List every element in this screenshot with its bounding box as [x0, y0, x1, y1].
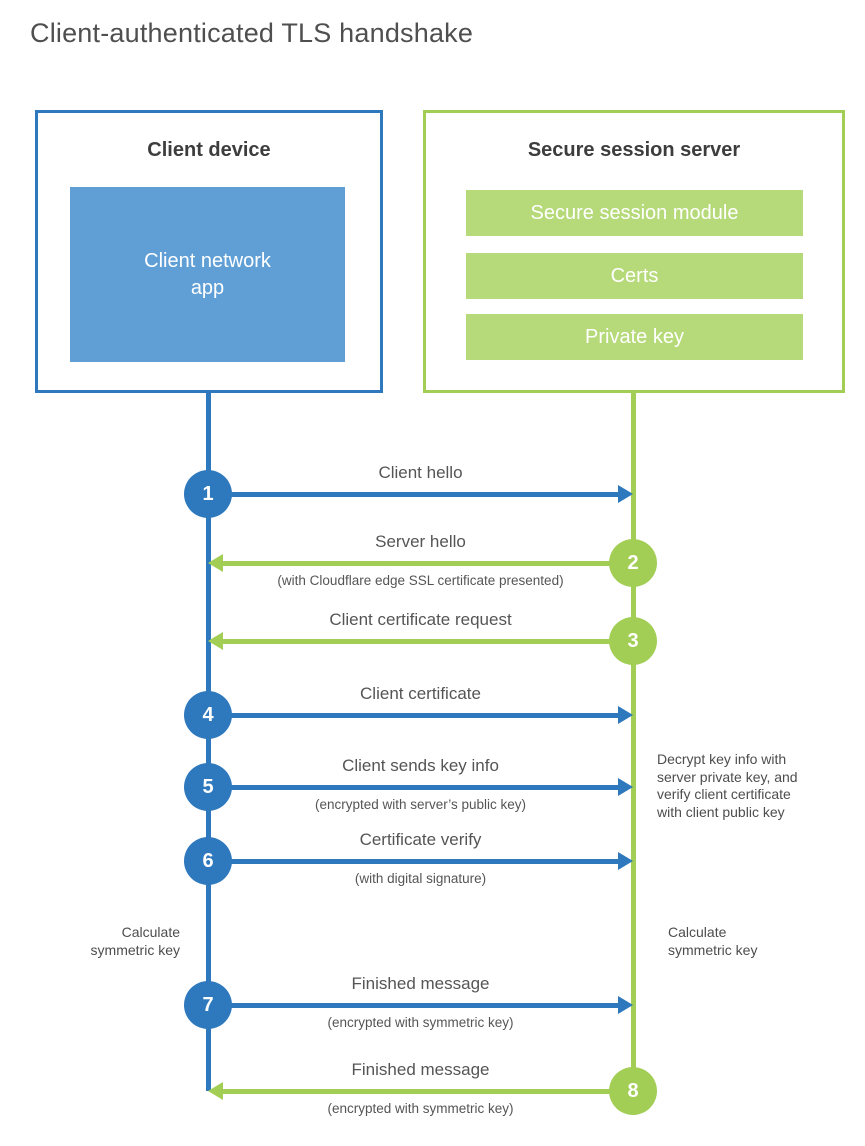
server-lifeline: [631, 393, 636, 1093]
client-network-app-box: Client network app: [70, 187, 345, 362]
step-2-sublabel: (with Cloudflare edge SSL certificate pr…: [277, 573, 564, 588]
arrow-left-icon: [208, 554, 223, 572]
secure-session-server-title: Secure session server: [527, 139, 741, 161]
secure-session-server-box: Secure session server Secure session mod…: [423, 110, 845, 393]
arrow-right-icon: [618, 852, 633, 870]
client-device-title: Client device: [147, 139, 271, 161]
calculate-symmetric-key-note-server: Calculate symmetric key: [668, 924, 758, 958]
arrow-right-icon: [618, 485, 633, 503]
arrow-shaft: [219, 639, 631, 644]
step-6-label: Certificate verify: [359, 830, 482, 849]
step-5-number-badge: 5: [184, 763, 232, 811]
decrypt-key-info-note: Decrypt key info with server private key…: [657, 751, 798, 820]
arrow-right-icon: [618, 996, 633, 1014]
step-1-number-badge: 1: [184, 470, 232, 518]
step-1-label: Client hello: [378, 463, 463, 482]
step-5-sublabel: (encrypted with server’s public key): [314, 797, 527, 812]
arrow-shaft: [210, 713, 622, 718]
arrow-shaft: [219, 1089, 631, 1094]
arrow-shaft: [210, 1003, 622, 1008]
client-lifeline: [206, 393, 211, 1091]
arrow-shaft: [219, 561, 631, 566]
arrow-shaft: [210, 859, 622, 864]
arrow-right-icon: [618, 706, 633, 724]
step-7-label: Finished message: [351, 974, 490, 993]
step-4-number-badge: 4: [184, 691, 232, 739]
step-4-label: Client certificate: [360, 684, 481, 703]
step-6-number-badge: 6: [184, 837, 232, 885]
step-6-sublabel: (with digital signature): [354, 871, 487, 886]
client-device-box: Client device Client network app: [35, 110, 383, 393]
arrow-left-icon: [208, 632, 223, 650]
step-5-label: Client sends key info: [342, 756, 499, 775]
step-3-label: Client certificate request: [329, 610, 512, 629]
arrow-left-icon: [208, 1082, 223, 1100]
step-2-label: Server hello: [375, 532, 466, 551]
server-module-bar-private-key: Private key: [466, 314, 803, 360]
step-8-label: Finished message: [351, 1060, 490, 1079]
step-3-number-badge: 3: [609, 617, 657, 665]
arrow-shaft: [210, 785, 622, 790]
arrow-shaft: [210, 492, 622, 497]
step-7-sublabel: (encrypted with symmetric key): [327, 1015, 514, 1030]
page-title: Client-authenticated TLS handshake: [30, 18, 474, 48]
step-8-number-badge: 8: [609, 1067, 657, 1115]
arrow-right-icon: [618, 778, 633, 796]
calculate-symmetric-key-note-client: Calculate symmetric key: [90, 924, 180, 958]
step-7-number-badge: 7: [184, 981, 232, 1029]
server-module-bar-certs: Certs: [466, 253, 803, 299]
server-module-bar-secure-session-module: Secure session module: [466, 190, 803, 236]
step-8-sublabel: (encrypted with symmetric key): [327, 1101, 514, 1116]
step-2-number-badge: 2: [609, 539, 657, 587]
